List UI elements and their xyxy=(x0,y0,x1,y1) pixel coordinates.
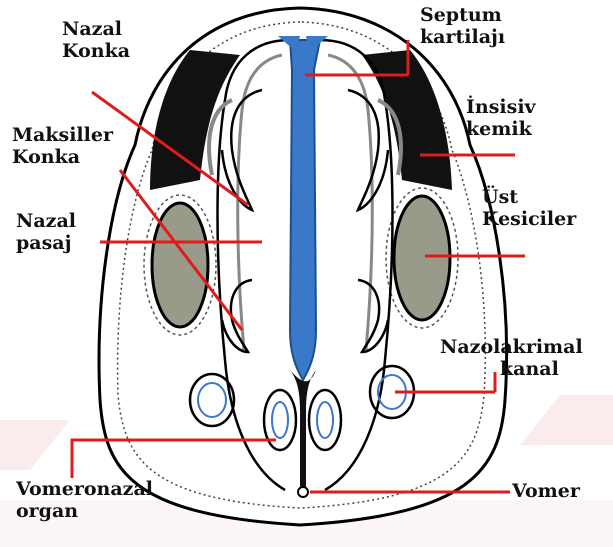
upper-incisor-right xyxy=(394,196,450,320)
label-nazal-pasaj-line1: Nazal xyxy=(16,210,76,232)
label-ust-kesiciler: Üst Kesiciler xyxy=(482,186,576,230)
label-insisiv-line2: kemik xyxy=(466,118,536,140)
label-nazal-konka-line1: Nazal xyxy=(62,18,130,40)
label-nazal-pasaj-line2: pasaj xyxy=(16,232,76,254)
label-insisiv-line1: İnsisiv xyxy=(466,96,536,118)
vomer-tip xyxy=(298,487,308,497)
label-vomeronazal-line1: Vomeronazal xyxy=(16,478,153,500)
label-septum-line1: Septum xyxy=(420,4,505,26)
label-maksiller-konka-line1: Maksiller xyxy=(12,124,113,146)
label-nazolakrimal-line1: Nazolakrimal xyxy=(440,336,583,358)
label-nazal-konka: Nazal Konka xyxy=(62,18,130,62)
label-vomeronazal-organ: Vomeronazal organ xyxy=(16,478,153,522)
label-vomeronazal-line2: organ xyxy=(16,500,153,522)
label-ust-kesiciler-line2: Kesiciler xyxy=(482,208,576,230)
label-nazal-pasaj: Nazal pasaj xyxy=(16,210,76,254)
label-vomer: Vomer xyxy=(512,480,580,502)
label-septum-kartilaji: Septum kartilajı xyxy=(420,4,505,48)
label-septum-line2: kartilajı xyxy=(420,26,505,48)
label-nazolakrimal-line2: kanal xyxy=(440,358,583,380)
label-ust-kesiciler-line1: Üst xyxy=(482,186,576,208)
label-maksiller-konka-line2: Konka xyxy=(12,146,113,168)
label-maksiller-konka: Maksiller Konka xyxy=(12,124,113,168)
label-insisiv-kemik: İnsisiv kemik xyxy=(466,96,536,140)
label-nazolakrimal-kanal: Nazolakrimal kanal xyxy=(440,336,583,380)
label-nazal-konka-line2: Konka xyxy=(62,40,130,62)
